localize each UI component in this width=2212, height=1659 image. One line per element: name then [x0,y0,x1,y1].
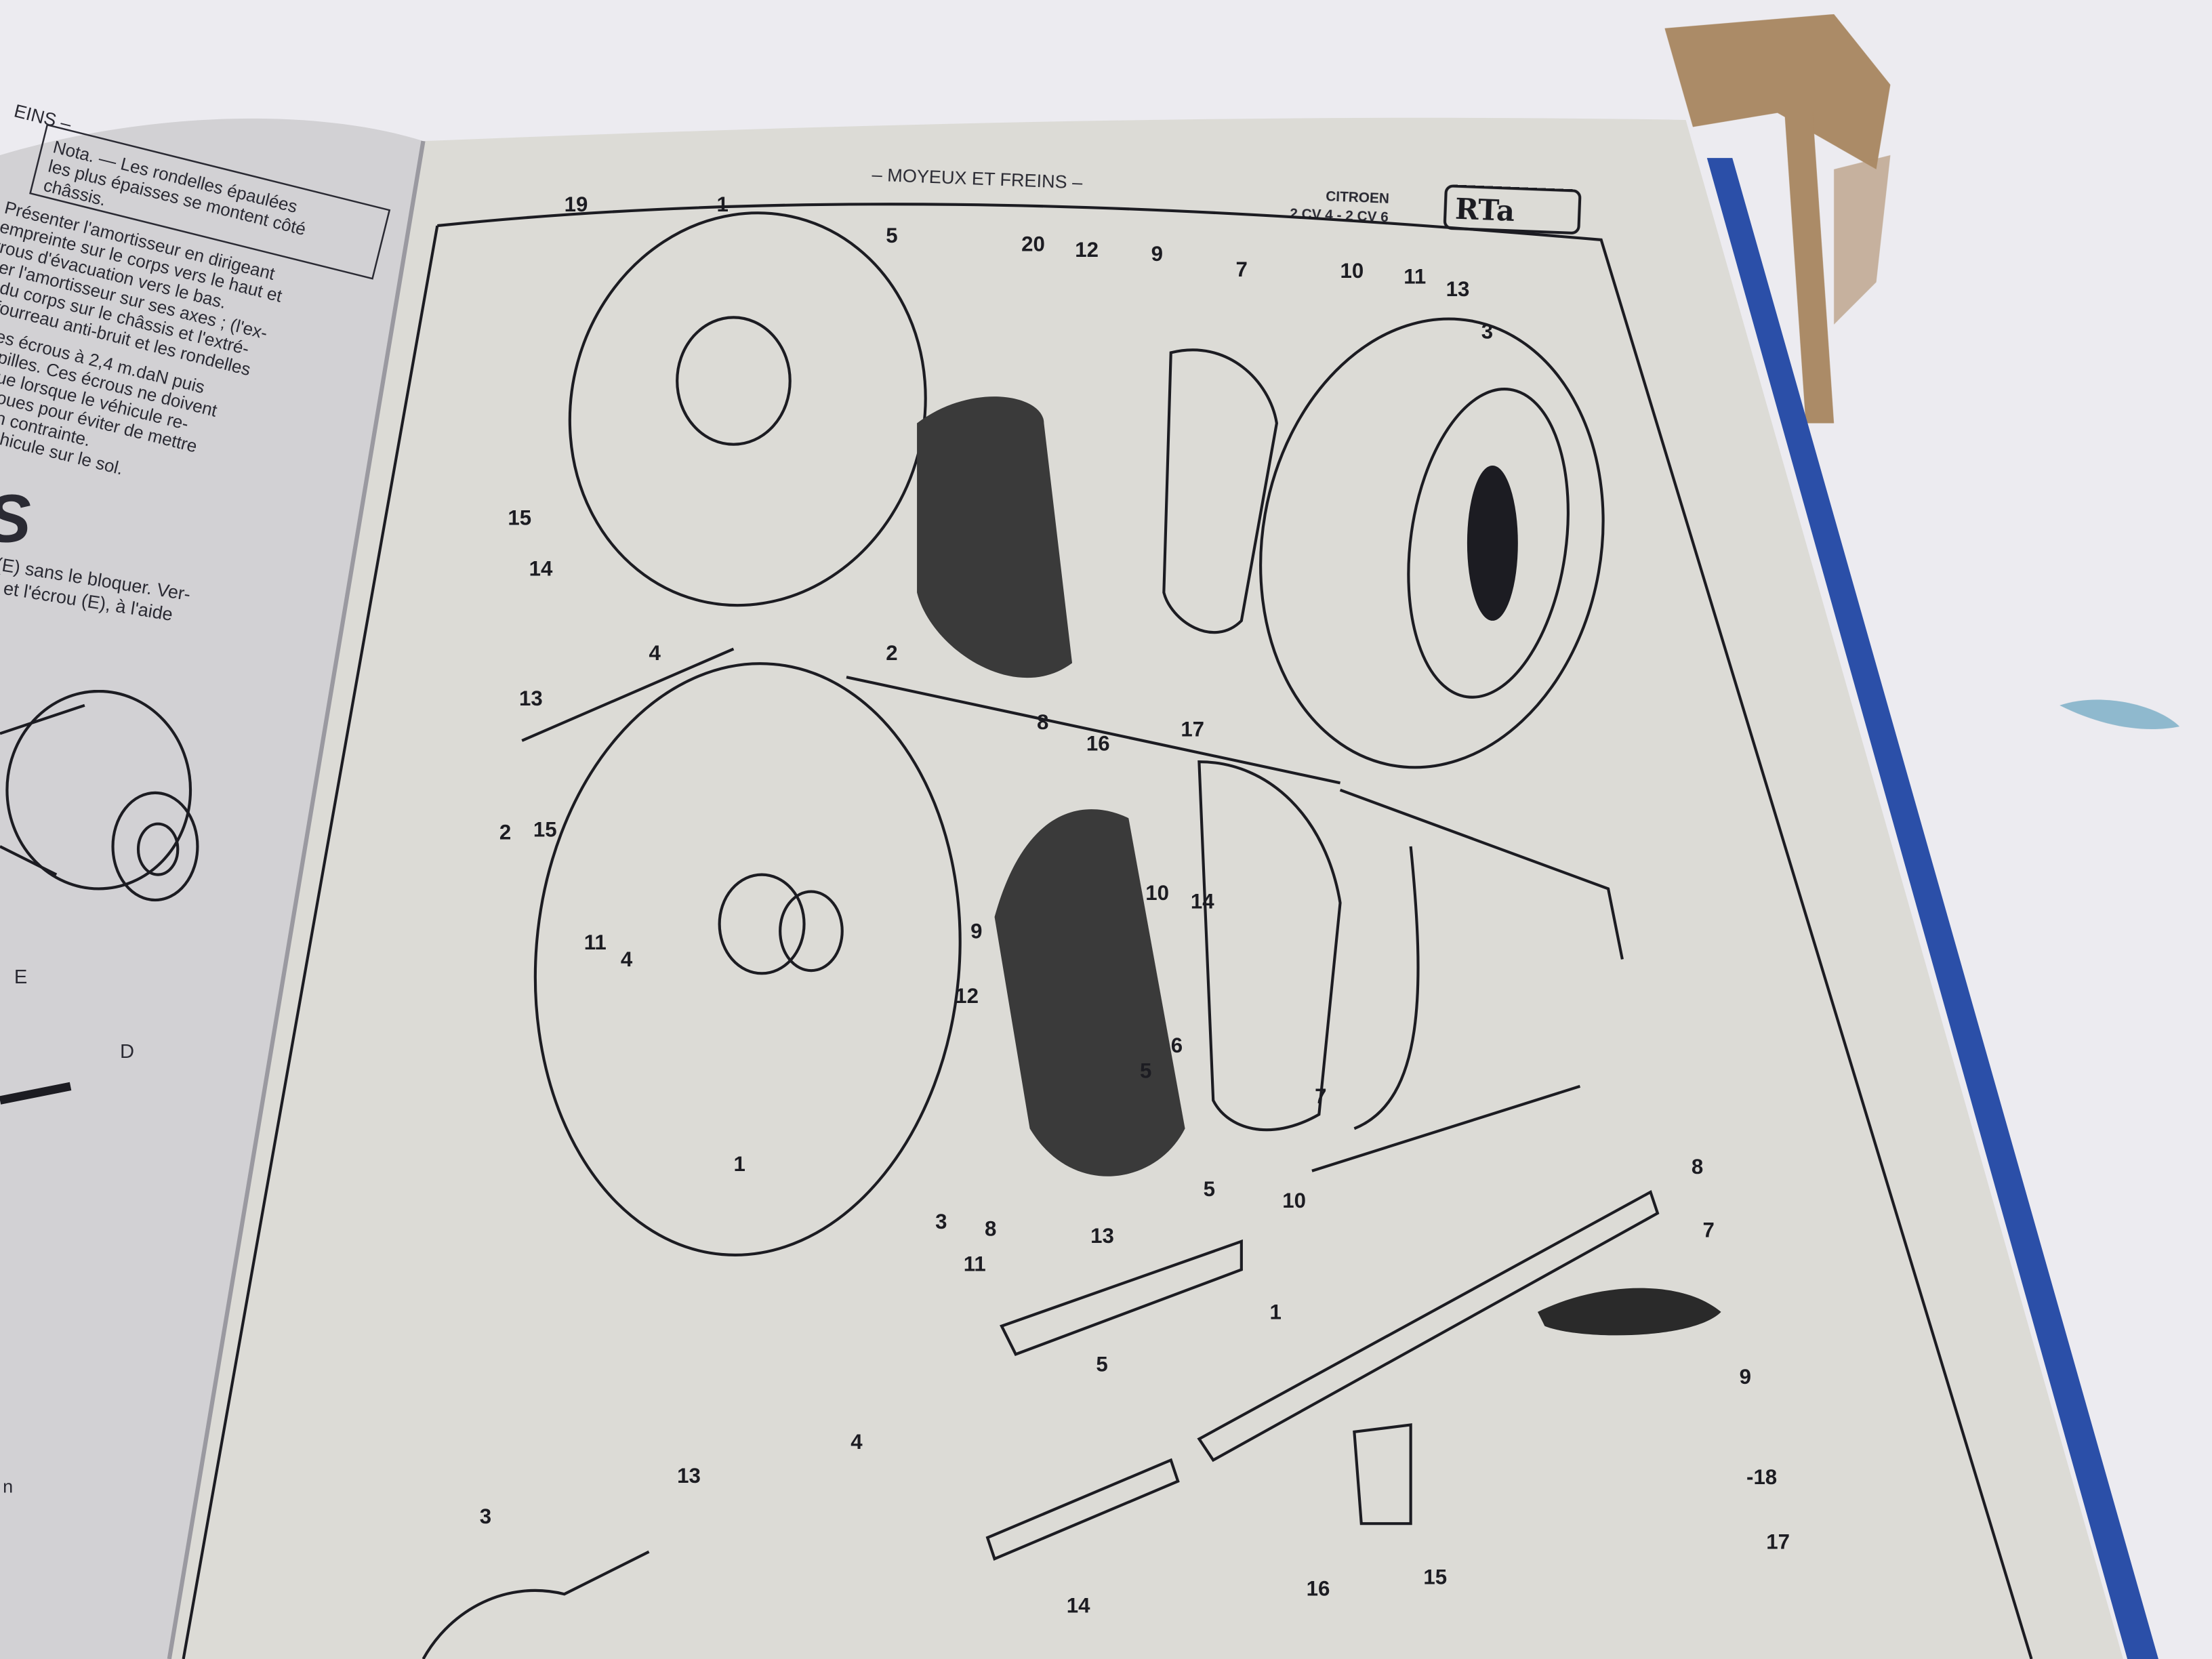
left-page [0,118,424,1659]
part-number-label: 8 [985,1217,996,1241]
section-divider [521,647,1340,785]
figure-letter-e: E [14,966,27,988]
note-box [29,123,391,280]
brake-exploded-diagram [422,211,1721,1659]
part-number-label: 8 [1692,1155,1703,1179]
part-number-label: 20 [1021,232,1045,256]
part-number-label: 5 [886,224,897,247]
part-number-label: 7 [1703,1218,1715,1242]
part-number-label: 4 [649,641,661,665]
part-number-label: 16 [1307,1576,1330,1600]
part-number-label: 17 [1181,718,1204,741]
part-number-label: 1 [733,1152,745,1176]
part-number-label: 13 [1446,277,1470,301]
figure-letter-d: D [120,1041,134,1063]
part-number-label: 13 [1090,1224,1114,1248]
part-number-label: 15 [533,817,557,841]
part-number-label: 2 [499,821,511,844]
book-gutter [167,140,426,1659]
part-number-label: 7 [1236,258,1248,281]
part-number-label: 3 [480,1504,491,1528]
part-number-label: 4 [851,1430,863,1454]
part-number-label: 7 [1315,1084,1326,1108]
brake-drum [1259,317,1605,769]
part-number-label: 10 [1282,1189,1306,1212]
part-number-label: 14 [1191,890,1214,914]
part-number-label: 5 [1096,1352,1107,1376]
part-number-label: 13 [519,687,543,710]
part-number-label: 1 [716,192,728,216]
right-page [169,117,2123,1659]
part-number-label: 5 [1204,1177,1215,1201]
part-number-label: 1 [1269,1300,1281,1324]
part-number-label: 10 [1340,259,1364,283]
brake-shoe-rear-2 [1162,348,1278,634]
left-figure-hub [0,689,199,1105]
part-number-label: 10 [1145,881,1169,905]
book-cover-edge [1706,158,2158,1659]
part-number-label: 14 [1067,1593,1090,1617]
part-number-label: 11 [584,930,607,954]
part-number-label: 2 [886,641,897,665]
part-number-label: 11 [964,1252,986,1276]
part-number-label: 9 [1740,1365,1751,1389]
handbrake-grip [1537,1288,1721,1336]
section-heading-fragment: S [0,481,31,556]
brake-backing-plate-front [533,662,962,1256]
part-number-label: 3 [1481,320,1493,344]
part-number-label: 9 [1151,242,1163,266]
part-number-label: 12 [1075,238,1099,262]
part-number-label: 9 [970,919,982,943]
part-number-label: 19 [565,192,588,216]
part-number-label: 16 [1086,731,1110,755]
left-bottom-fragment: n [3,1476,13,1496]
part-number-label: 12 [955,984,979,1008]
handbrake-rack [1000,1239,1243,1356]
part-number-label: 8 [1037,710,1048,734]
diagram-frame [437,203,2033,1659]
brake-shoe-front [994,809,1185,1176]
part-number-label: 13 [677,1464,701,1488]
cloth-pattern [1664,14,2180,729]
brake-shoe-front-2 [1197,760,1342,1132]
diagram-frame-left [182,225,439,1659]
part-number-label: 17 [1766,1530,1790,1554]
part-number-label: 15 [1423,1565,1447,1589]
brake-shoe-rear [917,396,1073,678]
part-number-label: 5 [1140,1059,1151,1082]
brand-name: CITROEN [1326,189,1389,207]
part-number-label: 11 [1404,264,1426,288]
rta-logo-text: RTa [1454,192,1515,228]
handbrake-lever [1197,1189,1660,1462]
part-number-label: 15 [508,506,531,529]
part-number-label: 6 [1171,1033,1183,1057]
rta-logo [1443,184,1582,234]
part-number-label: 14 [529,556,553,580]
part-number-label: -18 [1746,1465,1777,1489]
part-number-label: 4 [621,947,633,971]
part-number-label: 3 [935,1210,947,1233]
